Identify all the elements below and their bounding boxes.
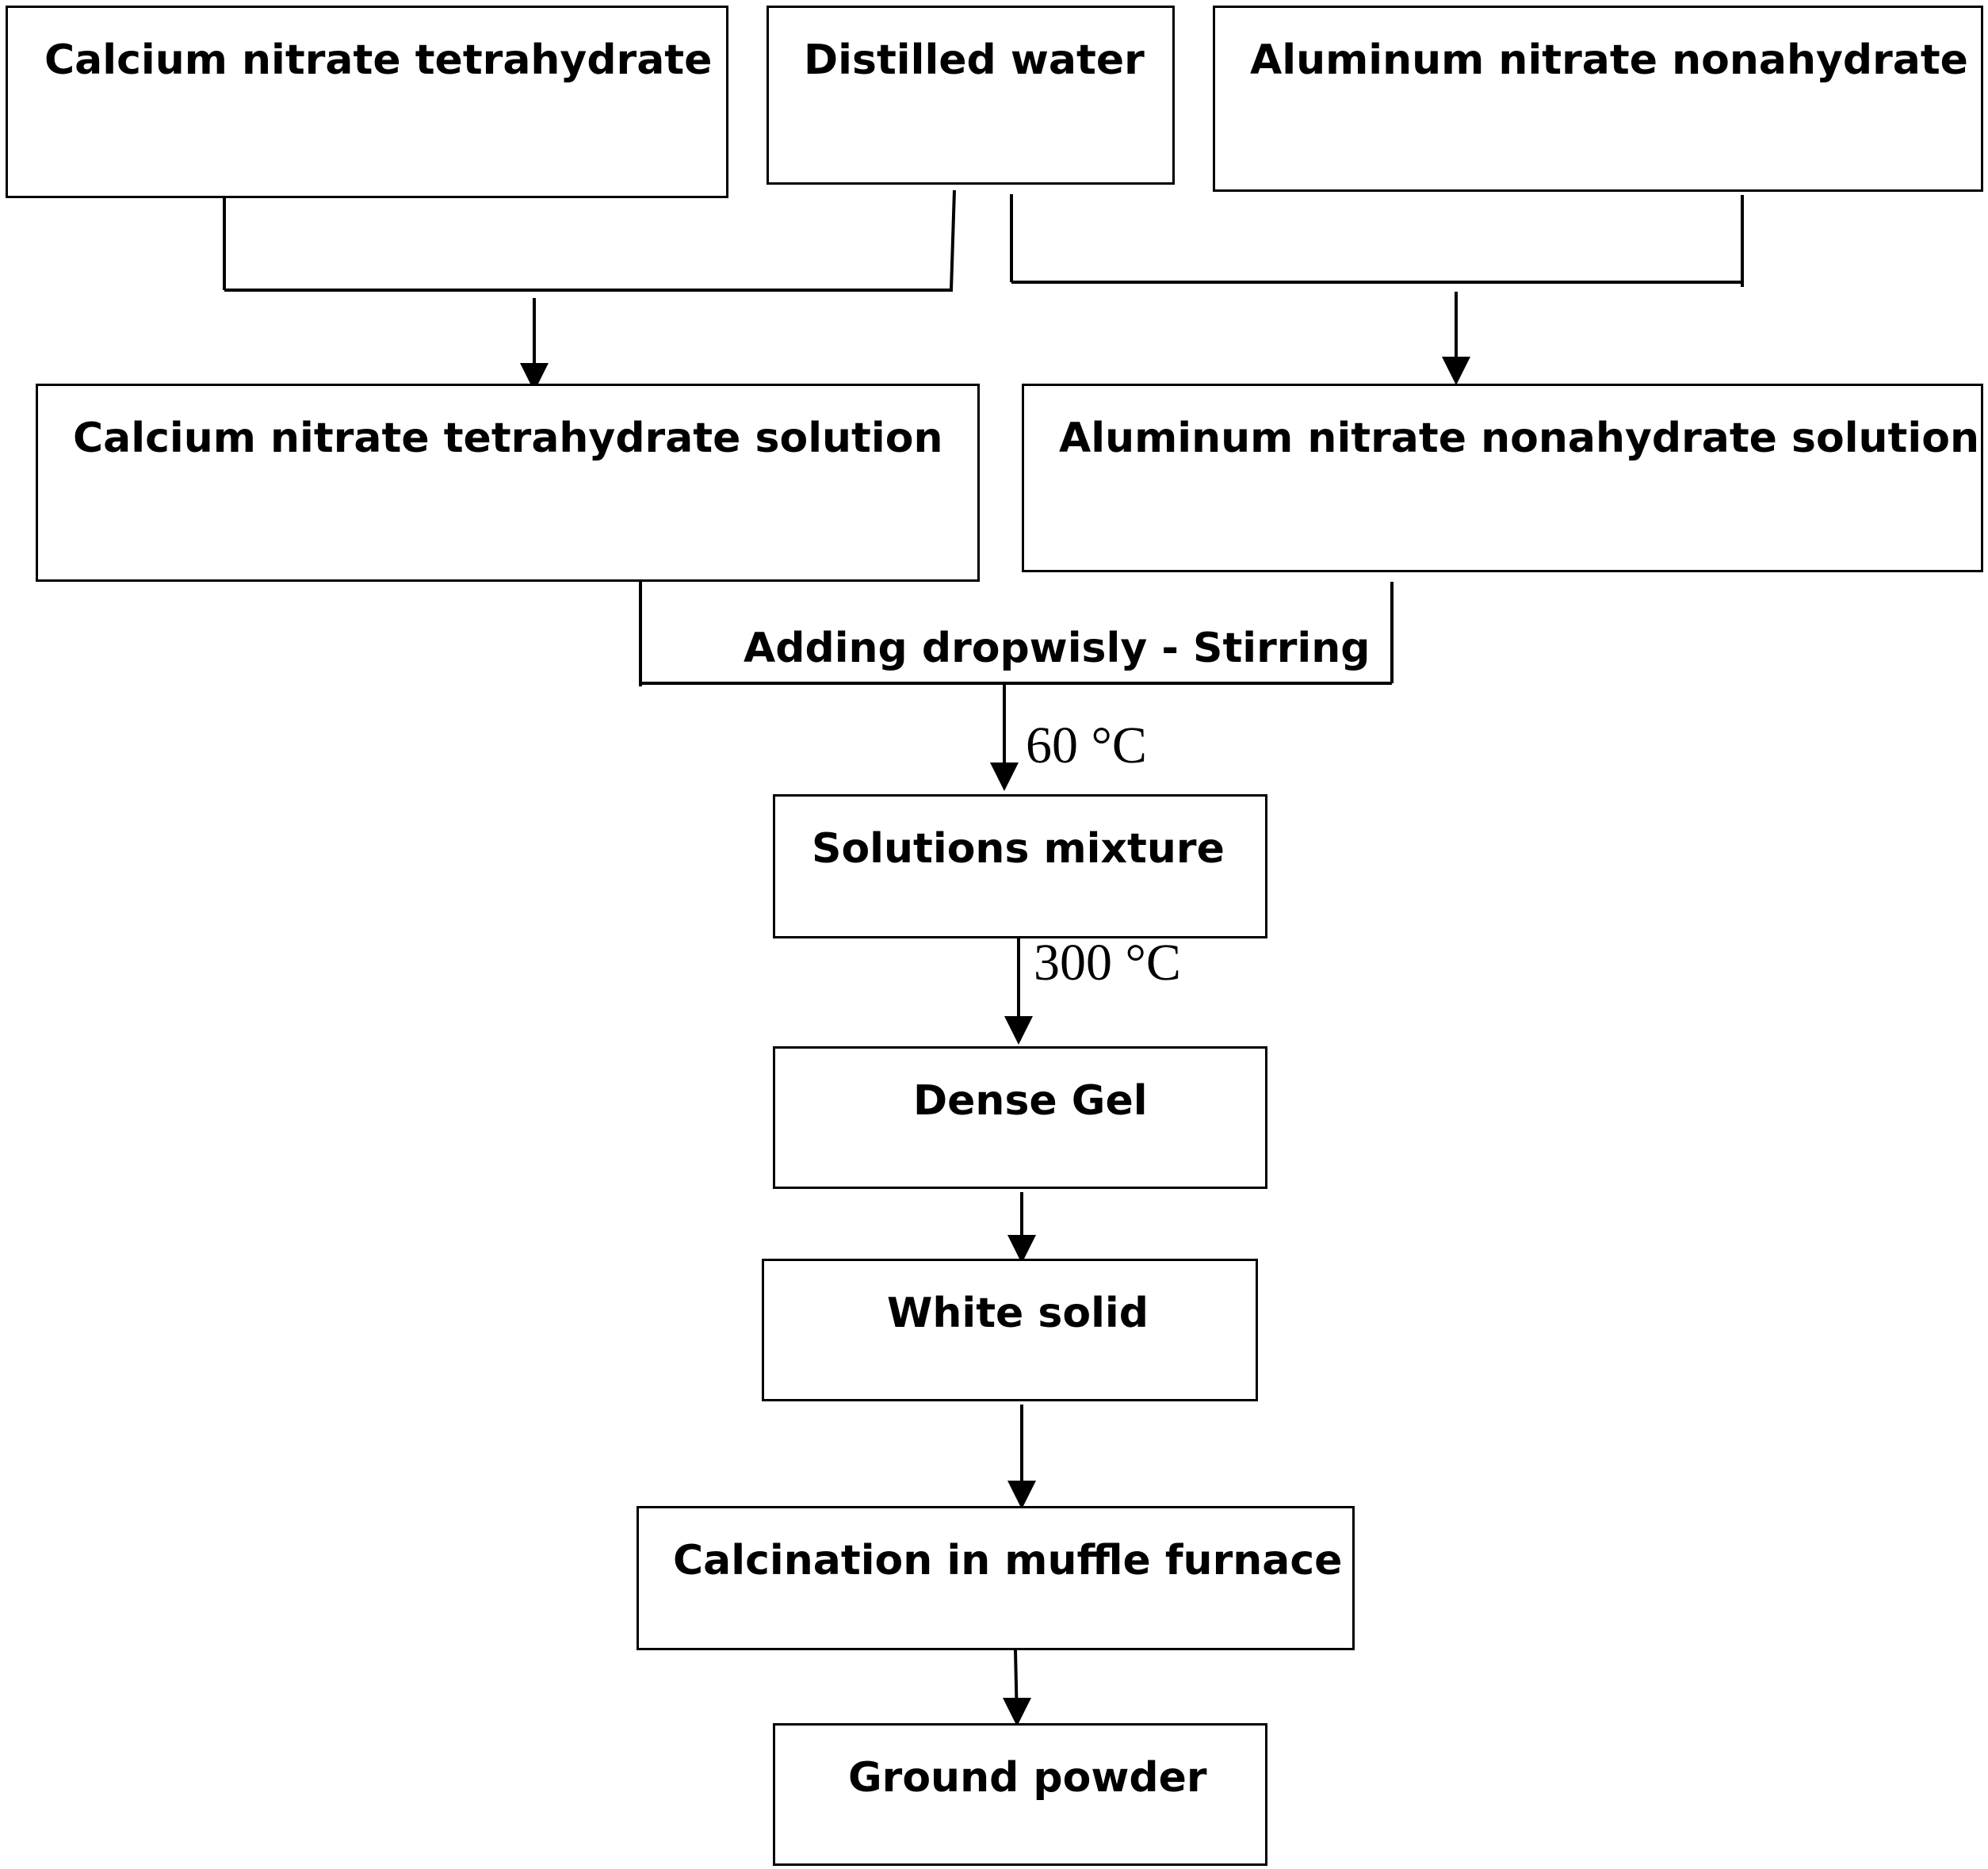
water-left-drop-line: [950, 189, 956, 291]
arrowhead-calcination: [1007, 1481, 1036, 1509]
calcium-nitrate-box: Calcium nitrate tetrahydrate: [6, 6, 728, 198]
arrowhead-white-solid: [1007, 1235, 1036, 1263]
distilled-water-label: Distilled water: [804, 36, 1145, 84]
arrowhead-aluminum-solution: [1442, 357, 1470, 385]
aluminum-solution-box: Aluminum nitrate nonahydrate solution: [1022, 384, 1983, 572]
calcium-solution-label: Calcium nitrate tetrahydrate solution: [73, 415, 943, 462]
white-solid-box: White solid: [762, 1259, 1258, 1401]
mixing-process-label: Adding dropwisly - Stirring: [744, 625, 1371, 672]
mixing-temperature-label: 60 °C: [1026, 717, 1147, 774]
ground-powder-box: Ground powder: [773, 1723, 1267, 1866]
calcination-box: Calcination in muffle furnace: [637, 1506, 1355, 1650]
gelation-temperature-label: 300 °C: [1034, 934, 1181, 992]
calcium-nitrate-label: Calcium nitrate tetrahydrate: [44, 36, 713, 84]
dense-gel-label: Dense Gel: [913, 1077, 1148, 1125]
white-solid-label: White solid: [887, 1290, 1149, 1337]
arrowhead-ground-powder: [1003, 1698, 1031, 1726]
dense-gel-box: Dense Gel: [773, 1046, 1267, 1189]
solutions-mixture-label: Solutions mixture: [812, 825, 1225, 873]
aluminum-nitrate-label: Aluminum nitrate nonahydrate: [1250, 36, 1968, 84]
aluminum-nitrate-box: Aluminum nitrate nonahydrate: [1213, 6, 1983, 192]
arrowhead-solutions-mixture: [990, 763, 1019, 791]
calcination-label: Calcination in muffle furnace: [673, 1537, 1343, 1584]
distilled-water-box: Distilled water: [767, 6, 1175, 185]
ground-powder-label: Ground powder: [848, 1754, 1207, 1802]
solutions-mixture-box: Solutions mixture: [773, 794, 1267, 938]
arrowhead-calcium-solution: [520, 363, 549, 392]
calcium-solution-box: Calcium nitrate tetrahydrate solution: [36, 384, 980, 582]
arrowhead-dense-gel: [1004, 1016, 1033, 1045]
aluminum-solution-label: Aluminum nitrate nonahydrate solution: [1059, 415, 1979, 462]
